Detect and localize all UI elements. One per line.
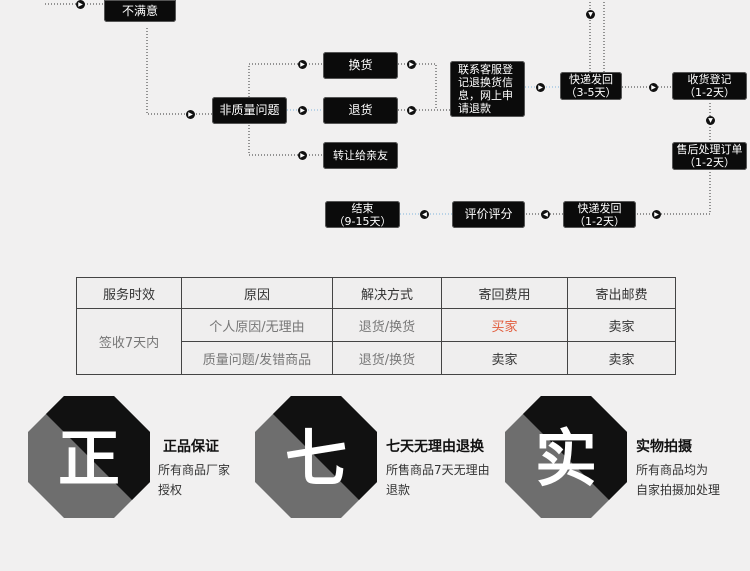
end-node: 结束 （9-15天） <box>325 201 400 228</box>
ship-back-node-2: 快递发回 （1-2天） <box>563 201 636 228</box>
badge-desc: 所有商品厂家 授权 <box>158 463 231 497</box>
return-node: 退货 <box>323 97 398 124</box>
column-header: 服务时效 <box>76 277 182 309</box>
column-header: 原因 <box>181 277 333 309</box>
column-header: 寄回费用 <box>441 277 568 309</box>
badge-title: 正品保证 <box>163 439 219 455</box>
table-row: 质量问题/发错商品 退货/换货 卖家 卖家 <box>77 341 676 375</box>
reason-cell: 质量问题/发错商品 <box>181 341 333 375</box>
table-row: 签收7天内 个人原因/无理由 退货/换货 买家 卖家 <box>76 308 676 375</box>
badge-char: 正 <box>58 422 120 495</box>
shipping-fee-cell: 卖家 <box>567 308 676 342</box>
arrow-left-icon <box>420 210 429 219</box>
solution-cell: 退货/换货 <box>332 341 442 375</box>
column-header: 寄出邮费 <box>567 277 676 309</box>
reason-cell: 个人原因/无理由 <box>181 308 333 342</box>
return-fee-cell: 买家 <box>441 308 568 342</box>
genuine-badge: 正 <box>28 396 150 518</box>
contact-service-node: 联系客服登 记退换货信 息，网上申 请退款 <box>450 61 525 117</box>
shipping-fee-cell: 卖家 <box>567 341 676 375</box>
arrow-down-icon <box>586 10 595 19</box>
arrow-right-icon <box>407 106 416 115</box>
real-photo-badge: 实 <box>505 396 627 518</box>
unsatisfied-node: 不满意 <box>104 0 176 22</box>
ship-back-node: 快递发回 （3-5天） <box>560 72 622 100</box>
service-table: 服务时效 原因 解决方式 寄回费用 寄出邮费 签收7天内 个人原因/无理由 退货… <box>76 277 676 375</box>
review-node: 评价评分 <box>452 201 525 228</box>
column-header: 解决方式 <box>332 277 442 309</box>
receive-register-node: 收货登记 （1-2天） <box>672 72 747 100</box>
arrow-right-icon <box>186 110 195 119</box>
badge-desc: 所有商品均为 自家拍摄加处理 <box>636 463 721 497</box>
arrow-left-icon <box>541 210 550 219</box>
period-cell: 签收7天内 <box>76 308 182 375</box>
arrow-right-icon <box>652 210 661 219</box>
arrow-right-icon <box>407 60 416 69</box>
transfer-node: 转让给亲友 <box>323 142 398 169</box>
arrow-right-icon <box>298 106 307 115</box>
exchange-node: 换货 <box>323 52 398 79</box>
after-sale-node: 售后处理订单 （1-2天） <box>672 142 747 170</box>
arrow-right-icon <box>76 0 85 9</box>
badge-desc: 所售商品7天无理由 退款 <box>386 463 490 497</box>
badge-char: 七 <box>285 422 347 495</box>
badge-title: 实物拍摄 <box>636 439 692 455</box>
solution-cell: 退货/换货 <box>332 308 442 342</box>
arrow-right-icon <box>298 151 307 160</box>
arrow-right-icon <box>536 83 545 92</box>
return-fee-cell: 卖家 <box>441 341 568 375</box>
arrow-down-icon <box>706 116 715 125</box>
table-header-row: 服务时效 原因 解决方式 寄回费用 寄出邮费 <box>76 277 676 309</box>
arrow-right-icon <box>649 83 658 92</box>
arrow-right-icon <box>298 60 307 69</box>
non-quality-node: 非质量问题 <box>212 97 287 124</box>
badge-title: 七天无理由退换 <box>386 439 484 455</box>
badge-char: 实 <box>535 422 597 495</box>
seven-day-badge: 七 <box>255 396 377 518</box>
